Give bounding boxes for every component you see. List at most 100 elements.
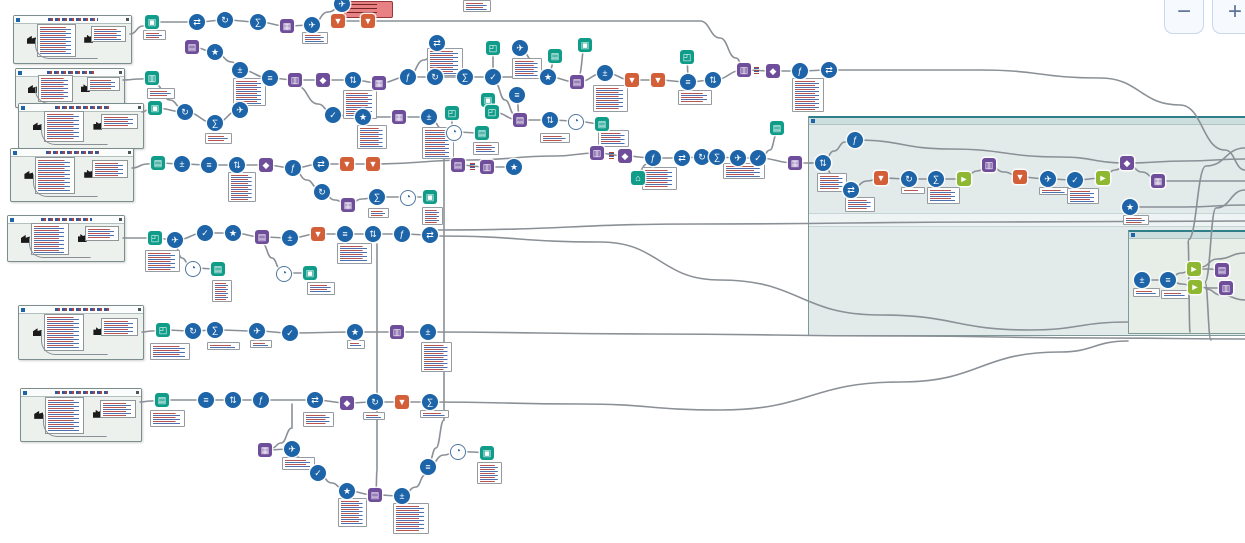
annotation-note[interactable]	[347, 340, 365, 349]
annotation-panel[interactable]	[100, 317, 138, 336]
tool-node-b-icon[interactable]: ✈	[730, 150, 746, 166]
collapse-icon[interactable]	[21, 105, 25, 110]
tool-node-w-icon[interactable]: ◔	[446, 125, 462, 141]
tool-node-t-icon[interactable]: ▤	[151, 156, 165, 170]
tool-node-p-icon[interactable]: ▦	[258, 443, 272, 457]
tool-node-b-icon[interactable]: ✈	[167, 232, 183, 248]
tool-node-p-icon[interactable]: ◆	[1120, 156, 1134, 170]
tool-node-b-icon[interactable]: ✈	[304, 17, 320, 33]
tool-node-b-icon[interactable]: ƒ	[847, 132, 863, 148]
annotation-note[interactable]	[363, 412, 385, 420]
tool-node-b-icon[interactable]: ↻	[177, 104, 193, 120]
tool-node-p-icon[interactable]: ▦	[1151, 174, 1165, 188]
tool-node-b-icon[interactable]: ★	[207, 44, 223, 60]
tool-node-p-icon[interactable]: ◆	[618, 149, 632, 163]
annotation-note[interactable]	[1133, 288, 1160, 297]
collapse-icon[interactable]	[23, 390, 27, 395]
annotation-note[interactable]	[723, 163, 765, 179]
tool-container-window[interactable]	[7, 215, 125, 262]
tool-node-b-icon[interactable]: ⇅	[542, 112, 558, 128]
tool-node-t-icon[interactable]: ▥	[145, 71, 159, 85]
tool-node-t-icon[interactable]: ▤	[595, 117, 609, 131]
tool-node-b-icon[interactable]: ±	[394, 488, 410, 504]
annotation-panel[interactable]	[45, 397, 85, 434]
tool-node-b-icon[interactable]: ƒ	[394, 226, 410, 242]
tool-node-p-icon[interactable]: ◆	[340, 396, 354, 410]
tool-node-t-icon[interactable]: ▣	[481, 93, 495, 107]
tool-node-b-icon[interactable]: ↻	[427, 69, 443, 85]
tool-node-w-icon[interactable]: ◔	[450, 444, 466, 460]
tool-node-p-icon[interactable]: ▥	[1219, 281, 1233, 295]
tool-node-w-icon[interactable]: ◔	[400, 190, 416, 206]
input-tool-icon[interactable]	[20, 234, 30, 243]
tool-node-o-icon[interactable]: ▼	[651, 73, 665, 87]
annotation-note[interactable]	[250, 340, 272, 348]
collapse-icon[interactable]	[10, 217, 14, 222]
annotation-note[interactable]	[143, 30, 166, 40]
tool-node-b-icon[interactable]: ∑	[250, 14, 266, 30]
tool-node-b-icon[interactable]: ⇄	[843, 182, 859, 198]
input-tool-icon[interactable]	[32, 122, 42, 131]
tool-node-t-icon[interactable]: ◰	[680, 50, 694, 64]
tool-node-t-icon[interactable]: ▤	[770, 121, 784, 135]
annotation-note[interactable]	[307, 282, 335, 295]
tool-container-window[interactable]	[20, 388, 142, 442]
output-tool-icon[interactable]	[84, 169, 94, 178]
tool-node-o-icon[interactable]: ▼	[311, 227, 325, 241]
tool-node-b-icon[interactable]: ≡	[1160, 272, 1176, 288]
tool-node-b-icon[interactable]: ƒ	[253, 392, 269, 408]
tool-node-b-icon[interactable]: ∑	[709, 149, 725, 165]
tool-node-b-icon[interactable]: ƒ	[792, 63, 808, 79]
annotation-note[interactable]	[150, 410, 185, 427]
collapse-icon[interactable]	[16, 17, 20, 22]
tool-node-p-icon[interactable]: ▦	[372, 76, 386, 90]
annotation-note[interactable]	[233, 78, 266, 106]
annotation-note[interactable]	[205, 133, 232, 144]
tool-node-p-icon[interactable]: ▦	[392, 110, 406, 124]
tool-node-b-icon[interactable]: ±	[597, 65, 613, 81]
annotation-note[interactable]	[540, 133, 570, 143]
tool-container-window[interactable]	[18, 305, 144, 360]
tool-node-p-icon[interactable]: ◆	[316, 73, 330, 87]
tool-node-b-icon[interactable]: ⇄	[307, 392, 323, 408]
collapse-icon[interactable]	[1131, 233, 1135, 237]
tool-node-p-icon[interactable]: ▤	[185, 40, 199, 54]
tool-node-t-icon[interactable]: ▣	[145, 15, 159, 29]
annotation-note[interactable]	[927, 187, 960, 204]
tool-node-g-icon[interactable]: ►	[1096, 171, 1110, 185]
annotation-note[interactable]	[901, 187, 925, 194]
annotation-note[interactable]	[845, 197, 875, 212]
tool-node-b-icon[interactable]: ↻	[185, 323, 201, 339]
annotation-note[interactable]	[147, 88, 175, 99]
tool-node-b-icon[interactable]: ⇄	[429, 35, 445, 51]
tool-node-b-icon[interactable]: ↻	[217, 12, 233, 28]
tool-node-p-icon[interactable]: ▥	[390, 325, 404, 339]
tool-node-t-icon[interactable]: ▣	[578, 38, 592, 52]
tool-node-p-icon[interactable]: ▥	[590, 146, 604, 160]
tool-node-w-icon[interactable]: ◔	[568, 114, 584, 130]
tool-node-p-icon[interactable]: ▦	[280, 19, 294, 33]
tool-node-b-icon[interactable]: ±	[421, 109, 437, 125]
tool-node-t-icon[interactable]: ▤	[155, 393, 169, 407]
tool-node-t-icon[interactable]: ◰	[486, 41, 500, 55]
annotation-panel[interactable]	[84, 225, 120, 242]
annotation-note[interactable]	[150, 343, 190, 360]
annotation-note[interactable]	[463, 0, 491, 12]
tool-node-b-icon[interactable]: ƒ	[400, 69, 416, 85]
tool-node-b-icon[interactable]: ≡	[680, 74, 696, 90]
tool-node-b-icon[interactable]: ⇅	[705, 72, 721, 88]
collapse-icon[interactable]	[13, 150, 17, 155]
tool-node-p-icon[interactable]: ▤	[570, 75, 584, 89]
tool-node-o-icon[interactable]: ▼	[395, 395, 409, 409]
annotation-note[interactable]	[282, 457, 315, 470]
annotation-note[interactable]	[338, 498, 367, 527]
tool-node-b-icon[interactable]: ★	[540, 69, 556, 85]
tool-node-t-icon[interactable]: ◰	[148, 231, 162, 245]
tool-node-b-icon[interactable]: ≡	[201, 157, 217, 173]
tool-node-b-icon[interactable]: ±	[232, 62, 248, 78]
tool-node-b-icon[interactable]: ✈	[249, 323, 265, 339]
tool-node-b-icon[interactable]: ✓	[282, 325, 298, 341]
tool-node-g-icon[interactable]: ►	[1187, 262, 1201, 276]
tool-node-b-icon[interactable]: ⇄	[422, 227, 438, 243]
tool-node-p-icon[interactable]: ▤	[451, 158, 465, 172]
